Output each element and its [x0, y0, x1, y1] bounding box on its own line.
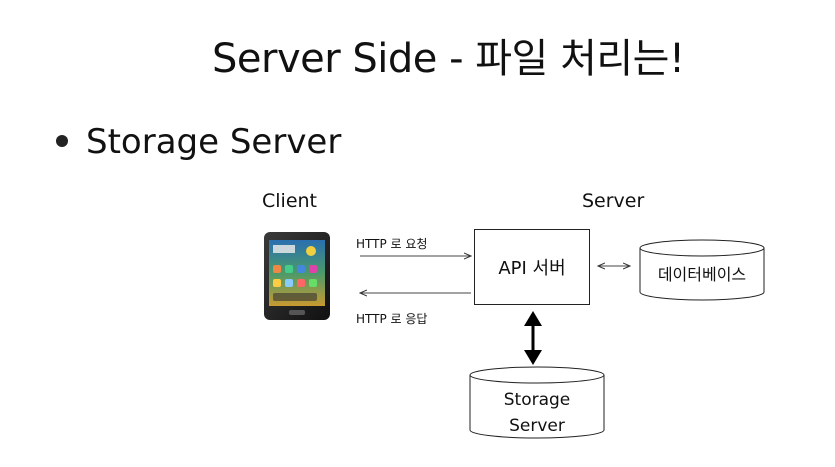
api-server-label: API 서버 — [498, 258, 566, 279]
api-server-box: API 서버 — [474, 229, 590, 305]
bullet-dot-icon — [56, 134, 68, 147]
server-label: Server — [582, 190, 645, 212]
storage-cylinder — [469, 366, 605, 439]
database-label: 데이터베이스 — [657, 265, 747, 284]
storage-server-label: Storage Server — [470, 387, 604, 439]
bullet-item: Storage Server — [56, 122, 341, 162]
response-label: HTTP 로 응답 — [356, 312, 428, 326]
bullet-text: Storage Server — [86, 122, 342, 162]
database-cylinder — [639, 239, 765, 301]
client-label: Client — [262, 190, 318, 212]
storage-label-line2: Server — [509, 416, 565, 436]
request-label: HTTP 로 요청 — [356, 237, 428, 251]
smartphone-icon — [263, 231, 333, 321]
slide-title: Server Side - 파일 처리는! — [212, 36, 685, 82]
storage-label-line1: Storage — [503, 390, 571, 410]
